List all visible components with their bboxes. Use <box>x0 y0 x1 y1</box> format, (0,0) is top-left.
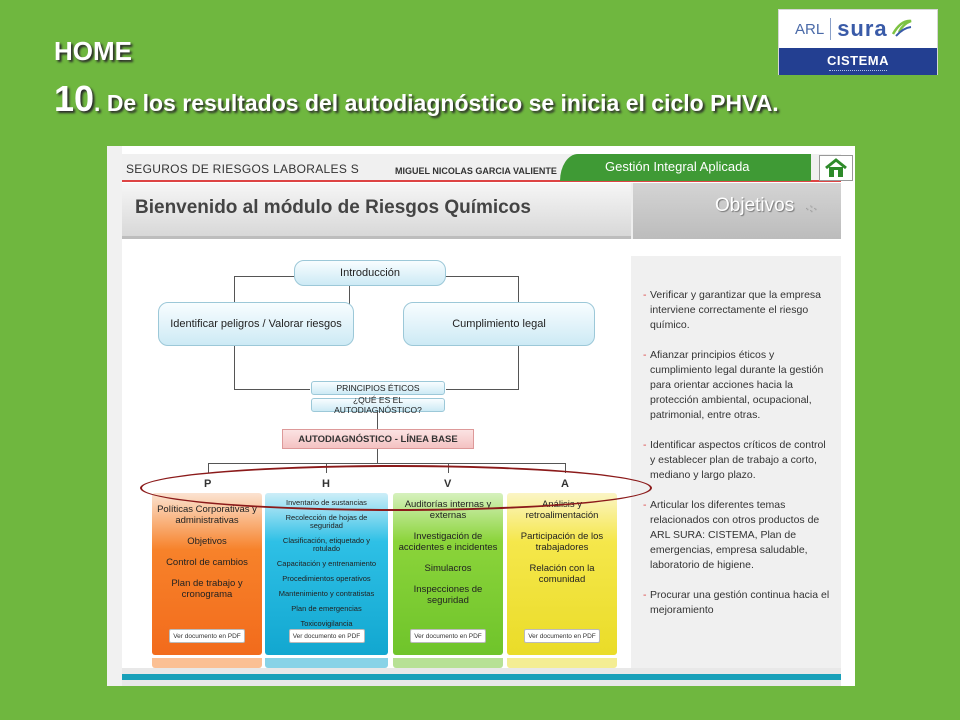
connector <box>234 389 310 390</box>
act-item[interactable]: Relación con la comunidad <box>529 563 595 585</box>
legal-compliance-button[interactable]: Cumplimiento legal <box>403 302 595 346</box>
column-hacer: Inventario de sustancias Recolección de … <box>265 493 388 655</box>
pdf-button[interactable]: Ver documento en PDF <box>410 629 486 643</box>
do-item[interactable]: Mantenimiento y contratistas <box>278 589 375 598</box>
connector <box>518 276 519 302</box>
plan-item[interactable]: Plan de trabajo y cronograma <box>171 578 243 600</box>
do-item[interactable]: Procedimientos operativos <box>282 574 371 583</box>
column-planear: Políticas Corporativas y administrativas… <box>152 493 262 655</box>
act-item[interactable]: Participación de los trabajadores <box>520 531 604 553</box>
column-verificar: Auditorías internas y externas Investiga… <box>393 493 503 655</box>
footer-accent <box>122 674 841 680</box>
company-name: SEGUROS DE RIESGOS LABORALES S <box>126 162 360 176</box>
column-actuar: Análisis y retroalimentación Participaci… <box>507 493 617 655</box>
objective-item: Verificar y garantizar que la empresa in… <box>643 288 833 333</box>
connector <box>208 463 566 464</box>
leaf-icon <box>891 19 912 37</box>
connector <box>234 346 235 390</box>
check-item[interactable]: Inspecciones de seguridad <box>413 584 483 606</box>
slide-title-number: 10 <box>54 78 95 119</box>
user-name: MIGUEL NICOLAS GARCIA VALIENTE <box>395 166 557 176</box>
ethics-button[interactable]: PRINCIPIOS ÉTICOS <box>311 381 445 395</box>
connector <box>349 284 350 321</box>
objective-item: Identificar aspectos críticos de control… <box>643 438 833 483</box>
pdf-button[interactable]: Ver documento en PDF <box>524 629 600 643</box>
tab-objetivos-label: Objetivos <box>715 195 795 216</box>
connector <box>208 463 209 473</box>
highlight-ellipse <box>140 465 652 511</box>
column-reflection <box>265 658 388 668</box>
do-item[interactable]: Toxicovigilancia <box>300 619 353 628</box>
app-screenshot: SEGUROS DE RIESGOS LABORALES S MIGUEL NI… <box>107 146 855 686</box>
connector <box>518 346 519 390</box>
plan-item[interactable]: Objetivos <box>187 536 227 547</box>
intro-button[interactable]: Introducción <box>294 260 446 286</box>
connector <box>234 276 235 302</box>
connector <box>446 389 519 390</box>
connector <box>234 276 296 277</box>
logo-brand: sura <box>837 16 888 41</box>
plan-item[interactable]: Control de cambios <box>166 557 248 568</box>
column-reflection <box>393 658 503 668</box>
do-item[interactable]: Plan de emergencias <box>291 604 362 613</box>
logo-arl: ARL <box>795 20 825 38</box>
slide-title: 10. De los resultados del autodiagnóstic… <box>54 78 779 120</box>
objective-item: Afianzar principios éticos y cumplimient… <box>643 348 833 423</box>
plan-item[interactable]: Políticas Corporativas y administrativas <box>157 504 257 526</box>
diagram-area: Introducción Identificar peligros / Valo… <box>122 256 631 668</box>
logo-separator <box>830 18 832 40</box>
welcome-title: Bienvenido al módulo de Riesgos Químicos <box>135 197 531 218</box>
slide-home-label: HOME <box>54 36 132 66</box>
do-item[interactable]: Clasificación, etiquetado y rotulado <box>282 536 371 553</box>
section-banner: Gestión Integral Aplicada <box>560 154 811 181</box>
connector <box>377 406 378 430</box>
module-header: Bienvenido al módulo de Riesgos Químicos… <box>122 183 841 239</box>
top-bar: SEGUROS DE RIESGOS LABORALES S MIGUEL NI… <box>122 154 853 182</box>
logo-top: ARL sura <box>779 10 937 48</box>
left-strip <box>107 146 122 686</box>
check-item[interactable]: Simulacros <box>424 563 472 574</box>
dots-icon: ·:· <box>805 203 818 214</box>
slide-title-text: . De los resultados del autodiagnóstico … <box>94 90 779 116</box>
connector <box>565 463 566 473</box>
column-reflection <box>152 658 262 668</box>
identify-hazards-button[interactable]: Identificar peligros / Valorar riesgos <box>158 302 354 346</box>
do-item[interactable]: Capacitación y entrenamiento <box>276 559 377 568</box>
logo-dots <box>829 70 887 71</box>
baseline-button[interactable]: AUTODIAGNÓSTICO - LÍNEA BASE <box>282 429 474 449</box>
what-is-selfdiag-button[interactable]: ¿QUÉ ES EL AUTODIAGNÓSTICO? <box>311 395 445 415</box>
pdf-button[interactable]: Ver documento en PDF <box>288 629 365 643</box>
home-button[interactable] <box>819 155 853 181</box>
connector <box>444 276 519 277</box>
connector <box>377 449 378 463</box>
objective-item: Procurar una gestión continua hacia el m… <box>643 588 833 618</box>
pdf-button[interactable]: Ver documento en PDF <box>169 629 245 643</box>
check-item[interactable]: Investigación de accidentes e incidentes <box>398 531 498 553</box>
arl-sura-logo: ARL sura CISTEMA <box>778 9 938 75</box>
home-icon <box>825 158 847 177</box>
column-reflection <box>507 658 617 668</box>
objectives-list: Verificar y garantizar que la empresa in… <box>631 256 841 618</box>
objectives-panel: Verificar y garantizar que la empresa in… <box>631 256 841 668</box>
objective-item: Articular los diferentes temas relaciona… <box>643 498 833 573</box>
do-item[interactable]: Recolección de hojas de seguridad <box>285 513 368 530</box>
tab-objetivos[interactable]: Objetivos ·:· <box>631 183 841 239</box>
